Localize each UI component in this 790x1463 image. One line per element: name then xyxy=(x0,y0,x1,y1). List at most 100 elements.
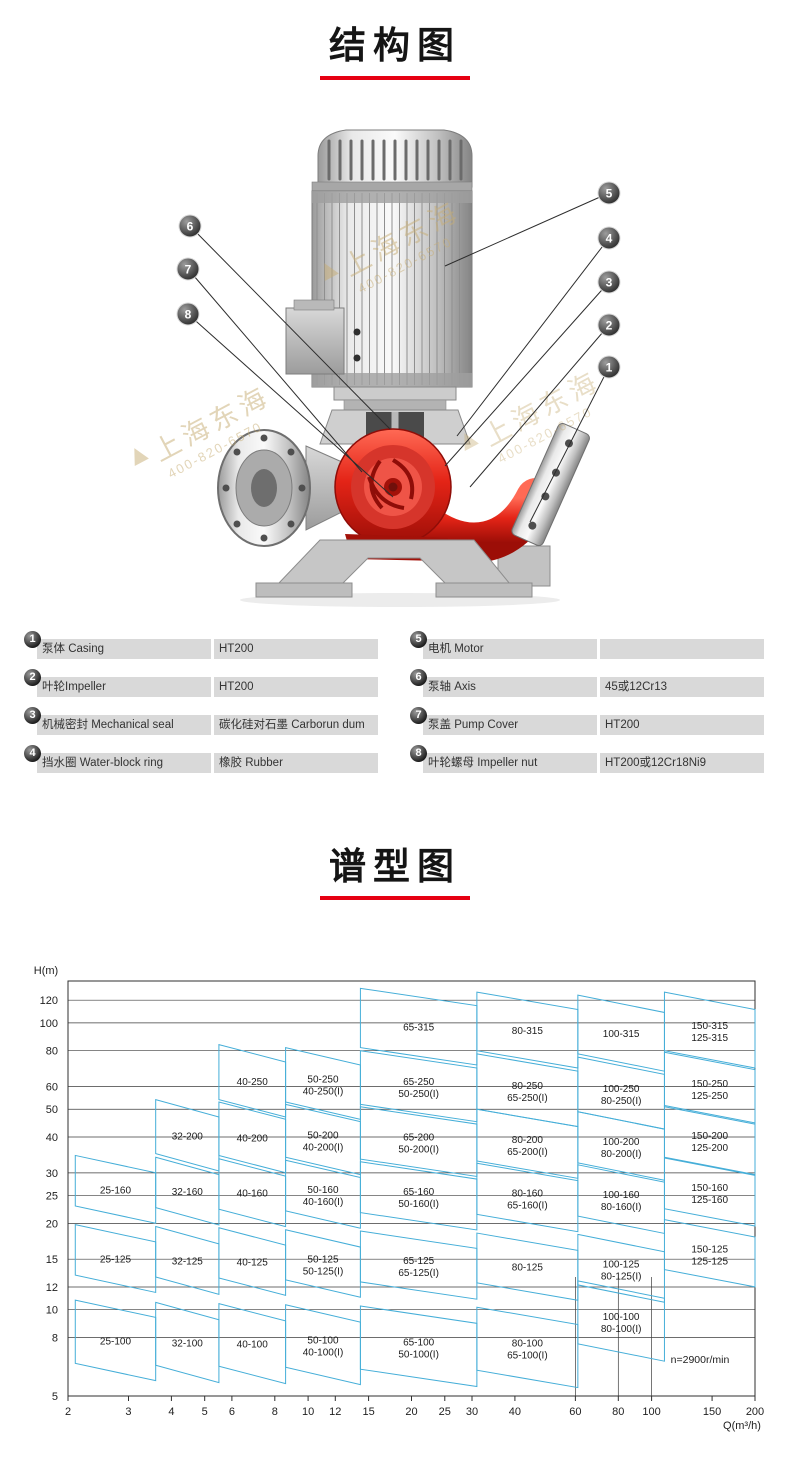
region-label: 65-250(I) xyxy=(507,1094,548,1105)
x-tick-label: 100 xyxy=(642,1406,660,1418)
region-label: 80-160 xyxy=(512,1189,544,1200)
region-label: 25-100 xyxy=(100,1337,132,1348)
region-label: 150-125 xyxy=(691,1245,728,1256)
region-label: 80-160(I) xyxy=(601,1202,642,1213)
region-label: 50-100(I) xyxy=(398,1350,439,1361)
part-number-badge: 4 xyxy=(24,744,41,762)
part-value: HT200 xyxy=(214,638,378,659)
part-value: HT200 xyxy=(214,676,378,697)
callout-leader xyxy=(529,366,610,522)
callout-leader xyxy=(444,281,610,466)
region-40-125 xyxy=(218,1227,287,1297)
x-tick-label: 12 xyxy=(329,1406,341,1418)
region-80-100 xyxy=(476,1306,579,1389)
region-label: 65-125 xyxy=(403,1256,435,1267)
y-axis-title: H(m) xyxy=(34,965,58,977)
y-tick-label: 120 xyxy=(40,996,58,1008)
part-label: 泵盖 Pump Cover xyxy=(423,714,597,735)
region-label: 100-160 xyxy=(603,1190,640,1201)
motor-bracket xyxy=(319,386,471,445)
region-label: 65-160(I) xyxy=(507,1201,548,1212)
region-label: 65-160 xyxy=(403,1187,435,1198)
region-40-160 xyxy=(218,1158,287,1228)
region-label: 150-200 xyxy=(691,1131,728,1142)
y-tick-label: 8 xyxy=(52,1333,58,1345)
x-tick-label: 80 xyxy=(612,1406,624,1418)
region-label: 80-200 xyxy=(512,1135,544,1146)
x-tick-label: 25 xyxy=(439,1406,451,1418)
region-32-160 xyxy=(155,1156,220,1226)
part-label: 泵轴 Axis xyxy=(423,676,597,697)
x-tick-label: 4 xyxy=(168,1406,174,1418)
part-label: 机械密封 Mechanical seal xyxy=(37,714,211,735)
region-label: 32-125 xyxy=(172,1257,204,1268)
impeller-nut xyxy=(388,482,398,492)
region-label: 125-200 xyxy=(691,1143,728,1154)
region-label: 80-125(I) xyxy=(601,1272,642,1283)
region-label: 40-250(I) xyxy=(303,1087,344,1098)
region-label: 150-160 xyxy=(691,1183,728,1194)
part-number-badge: 5 xyxy=(410,630,427,648)
speed-annotation: n=2900r/min xyxy=(671,1354,730,1366)
region-label: 40-200 xyxy=(237,1134,269,1145)
region-label: 80-125 xyxy=(512,1263,544,1274)
region-label: 100-100 xyxy=(603,1312,640,1323)
callout-number: 6 xyxy=(187,219,194,233)
y-tick-label: 50 xyxy=(46,1105,58,1117)
part-value xyxy=(600,638,764,659)
region-label: 25-125 xyxy=(100,1255,132,1266)
spectrum-title-underline xyxy=(320,896,470,901)
region-label: 100-250 xyxy=(603,1084,640,1095)
region-label: 40-160 xyxy=(237,1189,269,1200)
y-tick-label: 10 xyxy=(46,1305,58,1317)
region-65-160 xyxy=(359,1161,478,1231)
region-label: 50-200(I) xyxy=(398,1145,439,1156)
region-150-315 xyxy=(663,991,756,1069)
y-tick-label: 15 xyxy=(46,1254,58,1266)
callout-leader xyxy=(187,268,363,472)
part-number-badge: 3 xyxy=(24,706,41,724)
part-label: 叶轮Impeller xyxy=(37,676,211,697)
region-label: 125-250 xyxy=(691,1091,728,1102)
watermark-logo xyxy=(464,432,479,451)
x-tick-label: 2 xyxy=(65,1406,71,1418)
region-label: 80-315 xyxy=(512,1026,544,1037)
region-label: 125-315 xyxy=(691,1033,728,1044)
region-40-100 xyxy=(218,1303,287,1385)
callout-leader xyxy=(469,324,610,487)
x-tick-label: 200 xyxy=(746,1406,764,1418)
region-label: 150-250 xyxy=(691,1079,728,1090)
y-tick-label: 30 xyxy=(46,1168,58,1180)
x-tick-label: 6 xyxy=(229,1406,235,1418)
region-label: 150-315 xyxy=(691,1021,728,1032)
part-number-badge: 1 xyxy=(24,630,41,648)
region-label: 100-315 xyxy=(603,1029,640,1040)
region-80-160 xyxy=(476,1162,579,1233)
y-tick-label: 80 xyxy=(46,1046,58,1058)
region-label: 50-125 xyxy=(307,1255,339,1266)
region-label: 65-125(I) xyxy=(398,1268,439,1279)
x-tick-label: 8 xyxy=(272,1406,278,1418)
callout-badge-7 xyxy=(176,257,200,281)
part-label: 挡水圈 Water-block ring xyxy=(37,752,211,773)
region-50-125 xyxy=(285,1229,361,1299)
structure-title: 结构图 xyxy=(329,24,461,67)
part-number-badge: 7 xyxy=(410,706,427,724)
callout-number: 8 xyxy=(185,307,192,321)
region-label: 40-250 xyxy=(237,1077,269,1088)
region-label: 40-100 xyxy=(237,1340,269,1351)
region-32-100 xyxy=(155,1302,220,1384)
x-tick-label: 3 xyxy=(125,1406,131,1418)
region-50-100 xyxy=(285,1304,361,1386)
region-label: 50-100 xyxy=(307,1336,339,1347)
watermark-logo xyxy=(324,262,339,281)
y-tick-label: 100 xyxy=(40,1018,58,1030)
y-tick-label: 20 xyxy=(46,1219,58,1231)
